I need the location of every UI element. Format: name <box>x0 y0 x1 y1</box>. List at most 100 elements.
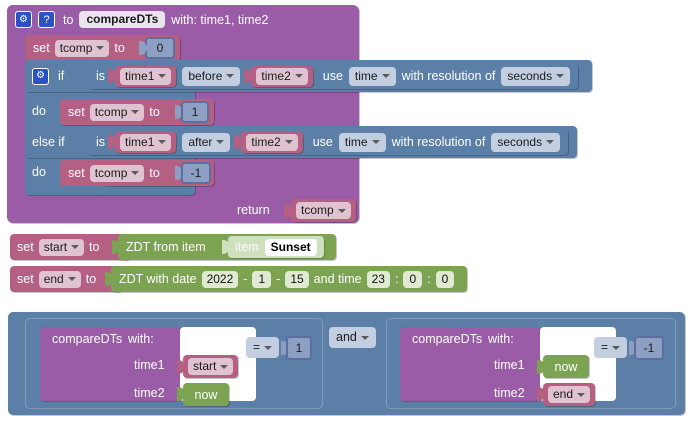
resolution-label: with resolution of <box>401 69 496 83</box>
equality-operator-dropdown-left[interactable]: = <box>246 337 280 358</box>
gear-icon[interactable]: ⚙ <box>32 67 49 85</box>
variable-dropdown-tcomp-label: tcomp <box>94 165 128 180</box>
hour-field[interactable]: 23 <box>366 270 390 288</box>
variable-dropdown-time1[interactable]: time1 <box>120 133 172 151</box>
procedure-call-left-with-label: with: <box>128 332 154 346</box>
variable-dropdown-tcomp-label: tcomp <box>94 104 128 119</box>
use-dropdown-time[interactable]: time <box>338 132 386 152</box>
chevron-down-icon <box>577 392 586 397</box>
variable-block-time2[interactable]: time2 <box>244 65 313 87</box>
zdt-from-item-label: ZDT from item <box>126 240 206 254</box>
chevron-down-icon <box>294 74 303 78</box>
procedure-call-right-name: compareDTs <box>412 332 483 346</box>
value-connector-icon <box>112 240 120 254</box>
variable-block-return-tcomp[interactable]: tcomp <box>284 199 356 222</box>
number-block-1[interactable]: 1 <box>181 101 209 123</box>
value-connector-icon <box>108 135 117 149</box>
and-operator-dropdown[interactable]: and <box>329 327 376 348</box>
datetime-now-block-right[interactable]: now <box>543 355 589 378</box>
chevron-down-icon <box>67 277 76 281</box>
minute-field[interactable]: 0 <box>403 270 423 288</box>
variable-block-arg-end[interactable]: end <box>543 383 596 406</box>
procedure-call-block-right[interactable] <box>400 327 540 401</box>
value-connector-icon <box>222 240 230 254</box>
number-block-neg1[interactable]: -1 <box>181 162 211 184</box>
compare-datetime-block-before[interactable]: is time1 before time2 use time with reso… <box>88 63 579 89</box>
variable-dropdown-time2-label: time2 <box>261 68 291 83</box>
do-label-1: do <box>32 104 46 118</box>
variable-dropdown-tcomp-label: tcomp <box>59 40 93 55</box>
chevron-down-icon <box>131 110 140 114</box>
day-field[interactable]: 15 <box>285 270 309 288</box>
number-block-right-1[interactable]: 1 <box>286 336 312 360</box>
variable-block-arg-start[interactable]: start <box>183 355 239 378</box>
variable-dropdown-time2[interactable]: time2 <box>246 133 298 151</box>
to-label: to <box>149 105 160 119</box>
variable-dropdown-start[interactable]: start <box>38 238 85 256</box>
set-label: set <box>17 240 34 254</box>
is-label: is <box>96 69 106 83</box>
procedure-call-right-arg2-name: time2 <box>494 386 525 400</box>
variable-dropdown-time1[interactable]: time1 <box>120 67 172 85</box>
number-block-0[interactable]: 0 <box>145 37 175 59</box>
set-start-content: set start to <box>17 238 99 256</box>
year-field[interactable]: 2022 <box>201 270 239 288</box>
variable-dropdown-tcomp[interactable]: tcomp <box>89 164 145 182</box>
resolution-dropdown-seconds[interactable]: seconds <box>491 132 561 152</box>
item-block-sunset[interactable]: item Sunset <box>228 236 324 258</box>
variable-dropdown-tcomp[interactable]: tcomp <box>89 103 145 121</box>
is-label: is <box>96 135 106 149</box>
chevron-down-icon <box>337 208 346 213</box>
variable-dropdown-end[interactable]: end <box>38 270 81 288</box>
datetime-now-block-left[interactable]: now <box>183 383 229 406</box>
value-connector-icon <box>537 387 545 401</box>
variable-dropdown-time2[interactable]: time2 <box>256 67 308 85</box>
operator-dropdown-before[interactable]: before <box>182 66 241 86</box>
chevron-down-icon <box>71 245 80 249</box>
and-time-label: and time <box>313 272 362 286</box>
compare-datetime-block-after[interactable]: is time1 after time2 use time with resol… <box>88 129 569 155</box>
set-tcomp-0-content: set tcomp to <box>33 39 125 57</box>
resolution-dropdown-seconds[interactable]: seconds <box>501 66 571 86</box>
variable-dropdown-return-tcomp[interactable]: tcomp <box>296 202 351 219</box>
set-label: set <box>68 166 85 180</box>
time-colon-1: : <box>394 272 399 286</box>
value-connector-icon <box>629 341 637 355</box>
use-dropdown-time[interactable]: time <box>348 66 396 86</box>
variable-dropdown-end[interactable]: end <box>548 386 591 403</box>
variable-block-time2[interactable]: time2 <box>234 131 303 153</box>
question-icon[interactable]: ? <box>38 11 55 28</box>
use-dropdown-time-label: time <box>344 134 368 149</box>
time-colon-2: : <box>427 272 431 286</box>
set-label: set <box>17 272 34 286</box>
month-field[interactable]: 1 <box>252 270 272 288</box>
chevron-down-icon <box>371 140 380 144</box>
variable-dropdown-start-label: start <box>193 359 217 373</box>
equality-operator-left-label: = <box>253 340 261 354</box>
variable-block-time1[interactable]: time1 <box>108 65 177 87</box>
number-block-right-neg1[interactable]: -1 <box>634 336 664 360</box>
operator-dropdown-after-label: after <box>188 134 213 149</box>
variable-dropdown-start[interactable]: start <box>188 358 234 375</box>
variable-block-time1[interactable]: time1 <box>108 131 177 153</box>
gear-icon[interactable]: ⚙ <box>15 11 32 28</box>
variable-dropdown-tcomp[interactable]: tcomp <box>54 39 110 57</box>
second-field[interactable]: 0 <box>435 270 455 288</box>
operator-dropdown-after[interactable]: after <box>182 132 231 152</box>
zdt-with-date-label: ZDT with date <box>119 272 197 286</box>
equality-operator-dropdown-right[interactable]: = <box>594 337 628 358</box>
variable-dropdown-time1-label: time1 <box>125 134 155 149</box>
chevron-down-icon <box>612 345 621 350</box>
resolution-label: with resolution of <box>391 135 486 149</box>
procedure-name-field[interactable]: compareDTs <box>79 11 166 28</box>
date-separator-2: - <box>276 272 281 286</box>
set-label: set <box>68 105 85 119</box>
value-connector-icon <box>284 203 292 218</box>
item-value-field-sunset[interactable]: Sunset <box>264 238 317 256</box>
and-operator-label: and <box>336 330 357 344</box>
number-value-right-neg1: -1 <box>643 341 655 355</box>
procedure-call-block-left[interactable] <box>40 327 180 401</box>
use-label: use <box>322 69 343 83</box>
number-value-1: 1 <box>191 105 199 119</box>
